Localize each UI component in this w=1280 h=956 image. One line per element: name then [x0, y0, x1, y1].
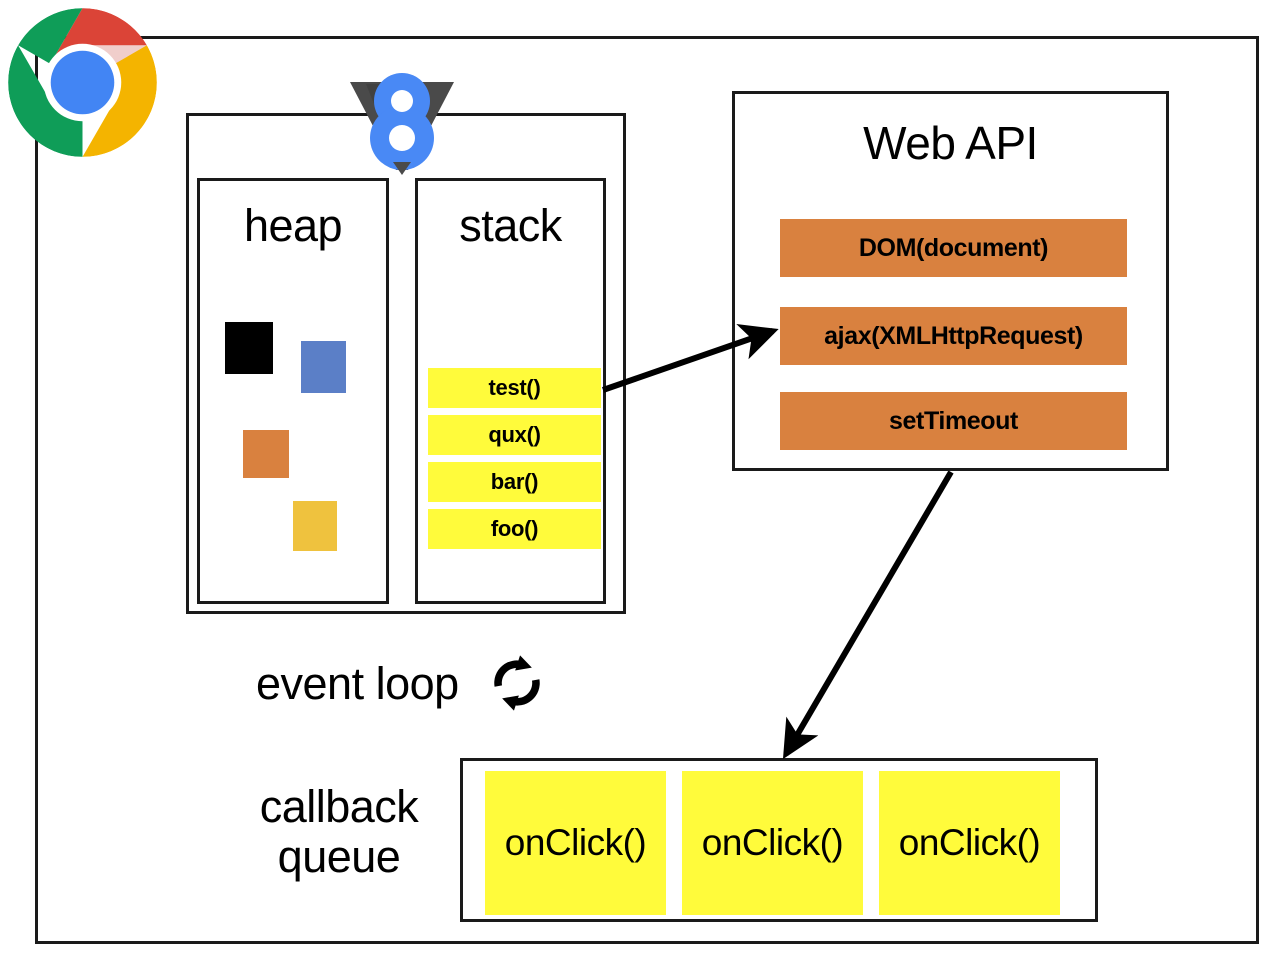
heap-object-gold — [293, 501, 337, 551]
heap-object-black — [225, 322, 273, 374]
callback-queue-item-1[interactable]: onClick() — [485, 771, 666, 915]
stack-frame-foo[interactable]: foo() — [428, 509, 601, 549]
web-api-ajax[interactable]: ajax(XMLHttpRequest) — [780, 307, 1127, 365]
event-loop-group: event loop — [256, 652, 547, 714]
stack-frame-qux[interactable]: qux() — [428, 415, 601, 455]
callback-queue-panel: onClick() onClick() onClick() — [460, 758, 1098, 922]
refresh-loop-icon — [493, 655, 540, 711]
event-loop-label: event loop — [256, 657, 459, 709]
heap-object-blue — [301, 341, 346, 393]
stack-frame-test[interactable]: test() — [428, 368, 601, 408]
callback-queue-label: callback queue — [239, 781, 439, 883]
web-api-dom[interactable]: DOM(document) — [780, 219, 1127, 277]
stack-frame-bar[interactable]: bar() — [428, 462, 601, 502]
stack-title: stack — [459, 200, 562, 251]
web-api-title: Web API — [863, 117, 1038, 169]
chrome-logo — [8, 8, 157, 157]
callback-queue-item-3[interactable]: onClick() — [879, 771, 1060, 915]
web-api-settimeout[interactable]: setTimeout — [780, 392, 1127, 450]
heap-title: heap — [243, 200, 343, 251]
heap-panel: heap — [197, 178, 389, 604]
v8-logo — [350, 73, 454, 175]
callback-queue-label-line2: queue — [277, 831, 401, 883]
web-api-panel: Web API DOM(document) ajax(XMLHttpReques… — [732, 91, 1169, 471]
callback-queue-item-2[interactable]: onClick() — [682, 771, 863, 915]
call-stack-panel: stack test() qux() bar() foo() — [415, 178, 606, 604]
heap-object-orange — [243, 430, 289, 478]
callback-queue-label-line1: callback — [259, 781, 419, 832]
